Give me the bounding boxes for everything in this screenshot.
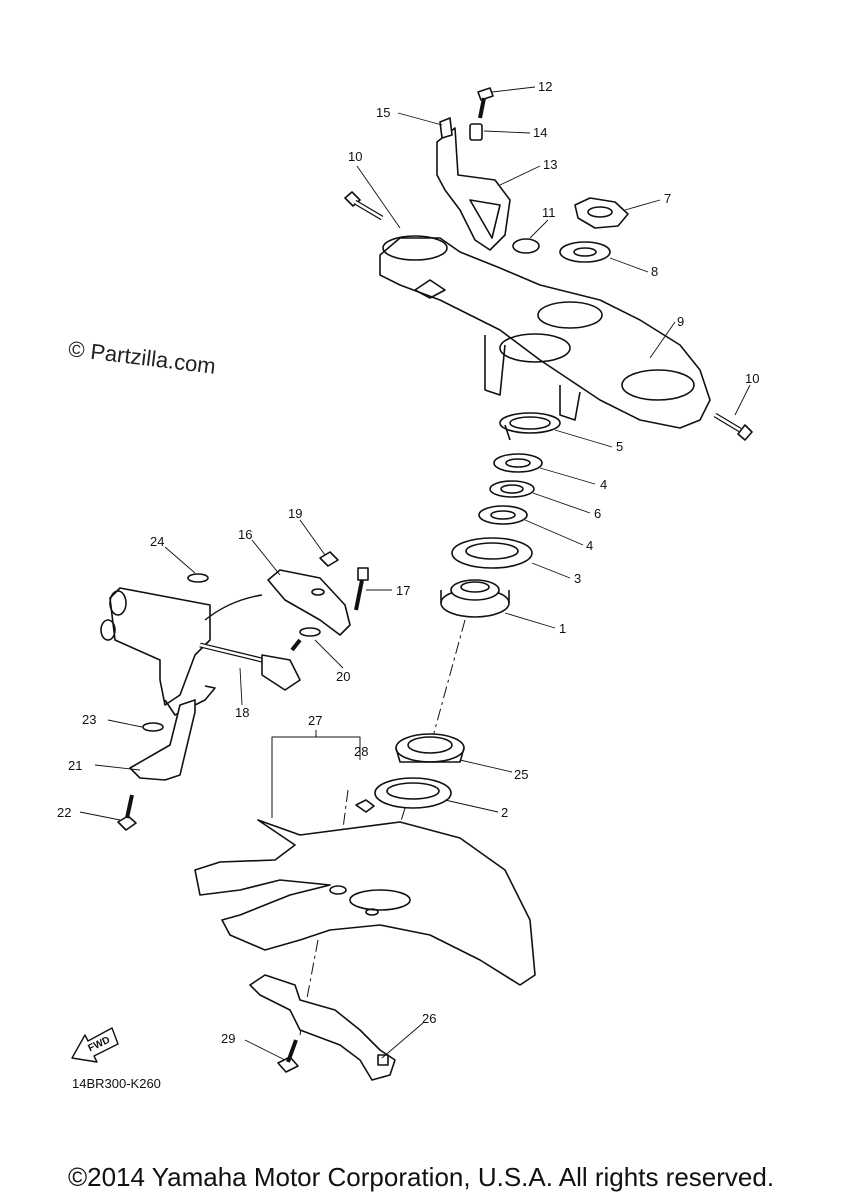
callout-9: 9: [677, 314, 685, 329]
bracket-21: [129, 699, 196, 781]
nut-19: [319, 551, 339, 567]
steering-damper-18: [100, 587, 302, 716]
callout-10-upper-left: 10: [348, 149, 363, 164]
callout-15: 15: [376, 105, 391, 120]
callout-21: 21: [68, 758, 83, 773]
callout-23: 23: [82, 712, 97, 727]
bolt-22: [117, 794, 137, 831]
callout-24: 24: [150, 534, 165, 549]
washer-24: [187, 573, 209, 583]
callout-13: 13: [543, 157, 558, 172]
callout-3: 3: [574, 571, 582, 586]
callout-16: 16: [238, 527, 253, 542]
callout-6: 6: [594, 506, 602, 521]
upper-bracket: [379, 235, 711, 429]
callout-1: 1: [559, 621, 567, 636]
callout-25: 25: [514, 767, 529, 782]
callout-28: 28: [354, 744, 369, 759]
ring-nut-4-lower: [478, 505, 528, 525]
callout-4-lower: 4: [586, 538, 594, 553]
bracket-26: [249, 974, 396, 1081]
callout-22: 22: [57, 805, 72, 820]
callout-2: 2: [501, 805, 509, 820]
callout-18: 18: [235, 705, 250, 720]
washer-6: [489, 480, 535, 498]
washer-23: [142, 722, 164, 732]
bearing-1: [440, 579, 510, 618]
callout-20: 20: [336, 669, 351, 684]
ring-nut-4-upper: [493, 453, 543, 473]
callout-19: 19: [288, 506, 303, 521]
callout-8: 8: [651, 264, 659, 279]
bolt-10-left: [344, 191, 384, 221]
callout-4-upper: 4: [600, 477, 608, 492]
dust-seal-3: [451, 537, 533, 569]
cap-11: [512, 238, 540, 254]
washer-20: [299, 627, 321, 637]
washer-5: [499, 412, 561, 441]
leader-lines: [79, 86, 751, 1061]
bolt-10-right: [713, 412, 753, 441]
cover-27: [194, 819, 536, 986]
nut-28: [355, 799, 375, 813]
bolt-29: [277, 1039, 299, 1073]
bearing-25: [395, 733, 465, 763]
callout-7: 7: [664, 191, 672, 206]
callout-11: 11: [542, 205, 556, 220]
callout-29: 29: [221, 1031, 236, 1046]
callout-27: 27: [308, 713, 323, 728]
bracket-16: [267, 569, 351, 636]
callout-26: 26: [422, 1011, 437, 1026]
fwd-arrow-icon: [71, 1027, 119, 1063]
callout-10-right: 10: [745, 371, 760, 386]
nut-7: [574, 197, 629, 229]
race-2: [374, 777, 452, 809]
callout-5: 5: [616, 439, 624, 454]
figure-code: 14BR300-K260: [72, 1076, 161, 1091]
callout-14: 14: [533, 125, 548, 140]
copyright-notice: ©2014 Yamaha Motor Corporation, U.S.A. A…: [67, 1162, 775, 1192]
washer-8: [559, 241, 611, 263]
bolt-17: [354, 567, 369, 611]
handle-bracket-13: [436, 87, 511, 251]
callout-12: 12: [538, 79, 553, 94]
callout-17: 17: [396, 583, 411, 598]
